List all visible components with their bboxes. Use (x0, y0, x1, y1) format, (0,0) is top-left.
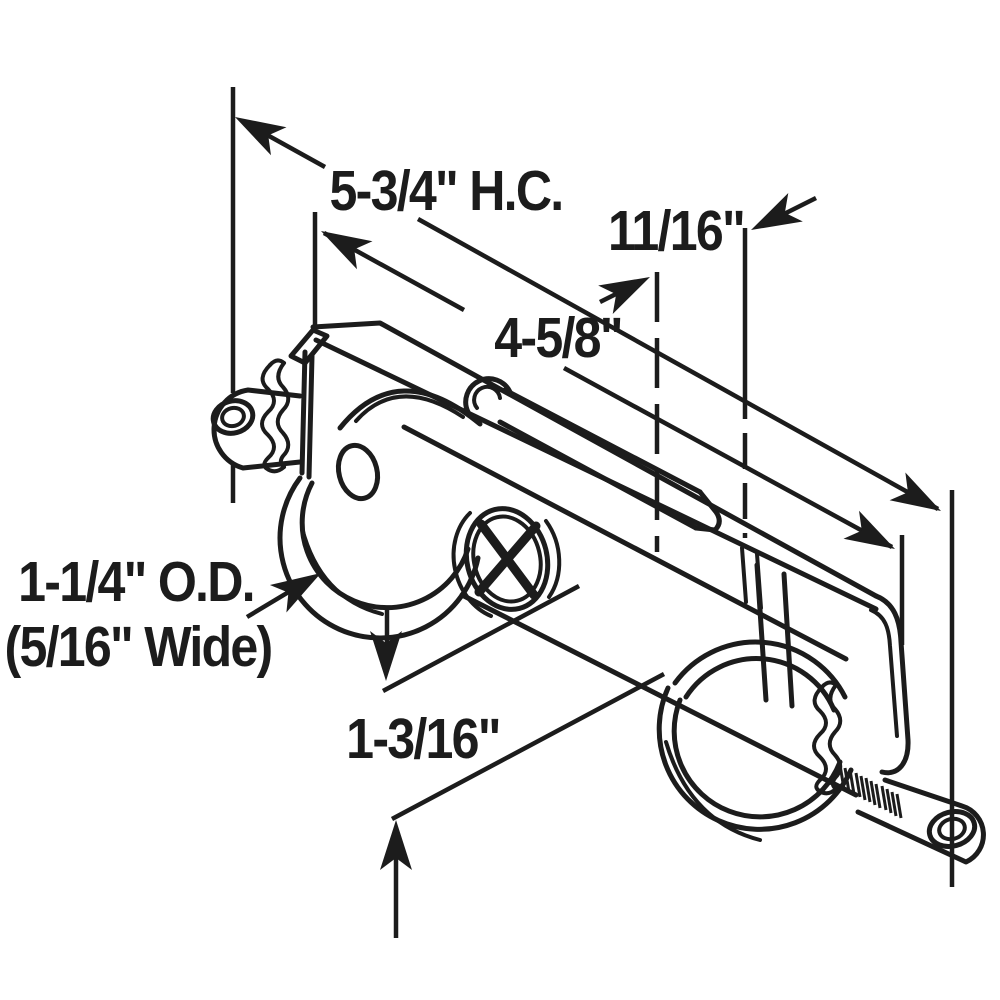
dim-label-height: 1-3/16" (346, 707, 500, 771)
dimension-annotations: 5-3/4" H.C. 11/16" 4-5/8" 1-1/4" O.D. (5… (5, 87, 955, 938)
knurled-section (838, 764, 903, 819)
roller-assembly-drawing (210, 320, 986, 865)
extension-lines (230, 87, 955, 887)
left-roller-wheel (277, 475, 481, 641)
phillips-screw (451, 506, 562, 618)
dim-label-roller-width: (5/16" Wide) (5, 615, 272, 679)
left-serrated-clip (260, 358, 291, 474)
housing-hole (335, 442, 381, 502)
dim-label-body-length: 4-5/8" (494, 306, 622, 370)
dim-label-offset: 11/16" (608, 199, 744, 263)
left-screw-hole (210, 398, 256, 436)
right-screw-hole (926, 809, 978, 849)
housing-body (288, 320, 911, 798)
dim-label-roller-od: 1-1/4" O.D. (18, 550, 254, 614)
adjustment-lever (463, 376, 722, 533)
right-mounting-tab (855, 777, 986, 865)
dim-label-hole-centers: 5-3/4" H.C. (330, 159, 563, 223)
